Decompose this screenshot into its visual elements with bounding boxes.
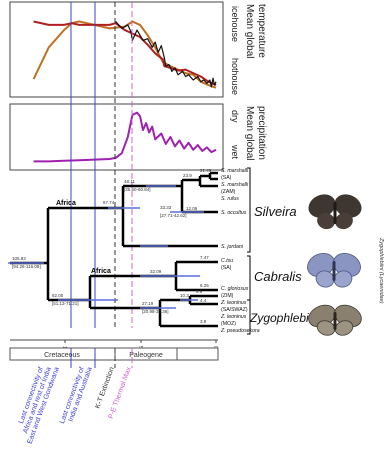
node-age-cz-ci: [51.13-71.21] xyxy=(52,301,79,306)
node-age-z-ci: [20.98-33.36] xyxy=(142,309,169,314)
node-age-c2: 7.47 xyxy=(200,255,209,260)
node-age-s2: 33.33 xyxy=(160,205,172,210)
terminal-c-gloriosus: C. gloriosus xyxy=(221,286,249,292)
terminal-s-marshalli-sa: S. marshalli xyxy=(221,168,249,174)
node-age-z3: 9.9 xyxy=(196,289,203,294)
period-label-paleogene: Paleogene xyxy=(129,352,163,359)
terminal-s-rufus: S. rufus xyxy=(221,196,239,202)
node-age-root-ci: [94.26-116.08] xyxy=(12,264,41,269)
temperature-level-icehouse: icehouse xyxy=(230,6,240,42)
node-age-s5: 12.06 xyxy=(186,206,198,211)
node-age-s1: 48.11 xyxy=(124,179,135,184)
terminal-c-tsu-note: (SA) xyxy=(221,265,232,271)
period-neogene xyxy=(177,348,218,360)
temperature-title-line-2: temperature xyxy=(256,4,267,58)
terminal-c-gloriosus-note: (ZIM) xyxy=(221,293,234,299)
phylogeny xyxy=(10,173,218,326)
terminal-z-pseudosekora: Z. pseudosekora xyxy=(220,328,260,334)
precipitation-title-line-1: Mean global xyxy=(244,106,255,160)
node-age-z: 27.19 xyxy=(142,301,154,306)
precipitation-frame xyxy=(10,104,223,170)
bracket-silveira xyxy=(247,168,250,252)
node-age-s4: 21.49 xyxy=(200,168,212,173)
period-bar: Cretaceous Paleogene xyxy=(10,348,218,360)
terminal-s-jordani: S. jordani xyxy=(221,244,244,250)
side-label: Zygophlebiini (Lycaenidae) xyxy=(378,237,384,304)
node-age-silveira: 67.74 xyxy=(103,200,115,205)
butterfly-silveira-image xyxy=(305,190,366,231)
precipitation-panel: dry wet Mean global precipitation xyxy=(10,104,267,170)
terminal-z-leoninus-moz-note: (MOZ) xyxy=(221,321,236,327)
terminal-s-marshalli-sa-note: (SA) xyxy=(221,175,232,181)
precipitation-title-line-2: precipitation xyxy=(256,106,267,160)
node-age-c: 32.09 xyxy=(150,269,162,274)
terminal-s-occultus: S. occultus xyxy=(221,210,247,216)
node-age-root: 105.83 xyxy=(12,256,26,261)
terminal-s-marshalli-zam: S. marshalli xyxy=(221,182,249,188)
temperature-level-hothouse: hothouse xyxy=(230,58,240,95)
butterfly-cabralis-image xyxy=(304,249,365,289)
terminal-z-leoninus-sa-note: (SA/SWAZ) xyxy=(221,307,248,313)
node-age-cz: 62.00 xyxy=(52,293,64,298)
butterfly-zygophlebius-image xyxy=(305,301,365,338)
terminal-c-tsu: C.tsu xyxy=(221,258,233,264)
terminal-z-leoninus-sa: Z. leoninus xyxy=(220,300,247,306)
node-age-s3: 23.9 xyxy=(183,173,192,178)
precipitation-level-wet: wet xyxy=(230,144,240,160)
bracket-cabralis xyxy=(247,256,250,300)
period-label-cretaceous: Cretaceous xyxy=(44,352,80,359)
genus-label-silveira: Silveira xyxy=(254,204,297,219)
node-label-africa-1: Africa xyxy=(56,200,76,207)
node-label-africa-2: Africa xyxy=(91,268,111,275)
temperature-frame xyxy=(10,2,223,97)
temperature-panel: icehouse hothouse Mean global temperatur… xyxy=(10,2,267,97)
node-age-c3: 6.25 xyxy=(200,283,209,288)
branch-root xyxy=(10,208,48,300)
genus-label-cabralis: Cabralis xyxy=(254,269,302,284)
branch-silveira-stem xyxy=(48,186,123,246)
event-labels: Last connectivity of Africa and rest of … xyxy=(18,366,133,445)
node-age-s1-ci: [35.60-60.84] xyxy=(124,187,151,192)
node-age-z2: 10.3 xyxy=(180,293,189,298)
branch-silveira-c xyxy=(200,173,210,179)
temperature-title-line-1: Mean global xyxy=(244,4,255,58)
node-age-s2-ci: [27.71-42.62] xyxy=(160,213,187,218)
terminal-z-leoninus-moz: Z. leoninus xyxy=(220,314,247,320)
node-age-z5: 3.9 xyxy=(200,319,207,324)
terminal-labels: S. marshalli (SA) S. marshalli (ZAM) S. … xyxy=(220,168,260,334)
precipitation-level-dry: dry xyxy=(230,110,240,123)
node-age-z4: 4.4 xyxy=(200,298,207,303)
terminal-s-marshalli-zam-note: (ZAM) xyxy=(221,189,236,195)
